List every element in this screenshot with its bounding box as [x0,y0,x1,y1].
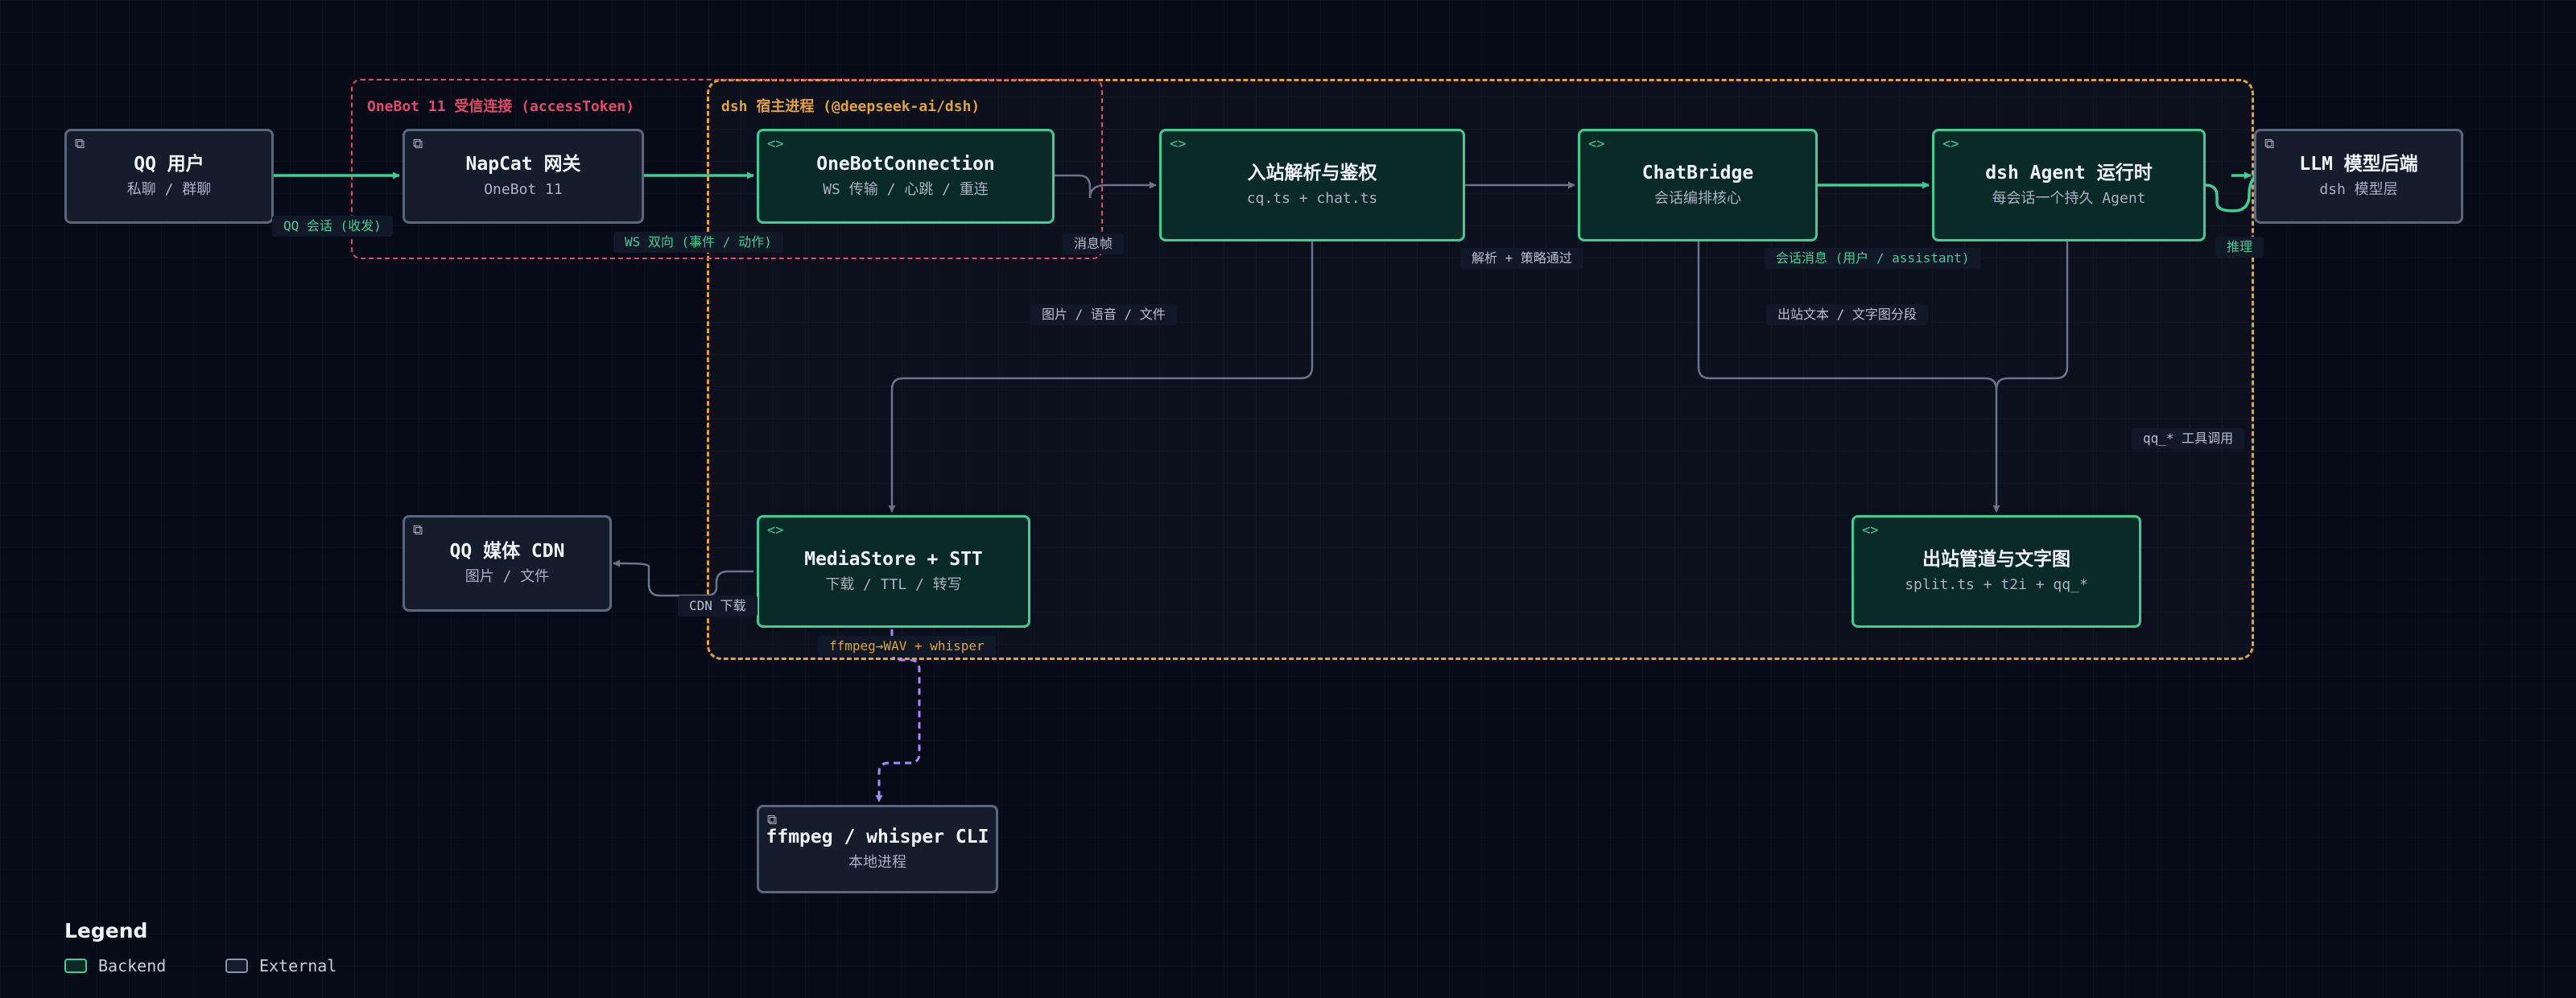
node-ffmpeg-whisper-cli[interactable]: ⧉ ffmpeg / whisper CLI 本地进程 [757,805,998,893]
edge-label-qq-session: QQ 会话 (收发) [272,216,393,237]
code-brackets-icon: <> [767,522,784,538]
edge-label-ffmpeg-wav: ffmpeg→WAV + whisper [818,636,996,657]
edge-label-session-messages: 会话消息 (用户 / assistant) [1765,248,1981,269]
dsh-group-label: dsh 宿主进程 (@deepseek-ai/dsh) [721,98,980,115]
edge-agent-to-outbound [1995,241,2069,390]
node-subtitle: 下载 / TTL / 转写 [825,576,962,593]
edge-label-media-types: 图片 / 语音 / 文件 [1030,304,1177,325]
external-link-icon: ⧉ [413,136,423,152]
node-subtitle: 会话编排核心 [1654,190,1741,207]
edge-inbound-to-media [888,241,1314,513]
node-title: dsh Agent 运行时 [1985,163,2153,184]
node-title: 入站解析与鉴权 [1247,163,1377,184]
legend-item-backend: Backend [64,956,166,975]
node-title: ChatBridge [1641,163,1754,184]
edge-agent-to-llm [2205,174,2263,212]
node-subtitle: 私聊 / 群聊 [126,181,212,198]
external-link-icon: ⧉ [2264,136,2275,152]
legend-swatch-external [225,959,248,973]
edge-chatbridge-to-outbound [1697,241,2000,513]
node-dsh-agent-runtime[interactable]: <> dsh Agent 运行时 每会话一个持久 Agent [1932,129,2206,241]
edge-label-inference: 推理 [2215,237,2264,258]
node-napcat-gateway[interactable]: ⧉ NapCat 网关 OneBot 11 [402,129,644,224]
node-title: NapCat 网关 [465,154,581,175]
node-subtitle: 本地进程 [848,854,906,871]
edge-label-tool-calls: qq_* 工具调用 [2132,428,2245,449]
node-subtitle: split.ts + t2i + qq_* [1905,576,2088,593]
node-title: 出站管道与文字图 [1922,549,2070,570]
code-brackets-icon: <> [1942,136,1959,152]
node-subtitle: 图片 / 文件 [464,568,550,585]
edge-label-message-frame: 消息帧 [1063,233,1125,254]
node-title: QQ 用户 [134,154,204,175]
legend-item-external: External [225,956,336,975]
code-brackets-icon: <> [1170,136,1187,152]
legend-label: External [259,956,337,975]
node-chatbridge[interactable]: <> ChatBridge 会话编排核心 [1578,129,1818,241]
node-onebot-connection[interactable]: <> OneBotConnection WS 传输 / 心跳 / 重连 [757,129,1055,224]
edge-label-cdn-download: CDN 下载 [678,596,758,617]
code-brackets-icon: <> [1862,522,1879,538]
onebot-group-label: OneBot 11 受信连接 (accessToken) [367,98,635,115]
node-llm-backend[interactable]: ⧉ LLM 模型后端 dsh 模型层 [2254,129,2463,224]
node-subtitle: WS 传输 / 心跳 / 重连 [823,181,989,198]
external-link-icon: ⧉ [75,136,85,152]
node-qq-user[interactable]: ⧉ QQ 用户 私聊 / 群聊 [64,129,274,224]
node-title: QQ 媒体 CDN [449,541,565,562]
edge-label-outbound-text: 出站文本 / 文字图分段 [1766,304,1928,325]
node-title: OneBotConnection [816,154,995,175]
dsh-host-process-group [707,79,2254,660]
node-title: LLM 模型后端 [2299,154,2418,175]
node-inbound-parse-auth[interactable]: <> 入站解析与鉴权 cq.ts + chat.ts [1159,129,1465,241]
edge-label-ws-duplex: WS 双向 (事件 / 动作) [613,232,783,253]
legend-title: Legend [64,919,148,942]
node-subtitle: 每会话一个持久 Agent [1992,190,2146,207]
edge-media-to-cdn [613,559,753,597]
onebot-connection-group [351,79,1103,259]
legend-swatch-backend [64,959,87,973]
node-qq-media-cdn[interactable]: ⧉ QQ 媒体 CDN 图片 / 文件 [402,515,612,612]
node-title: ffmpeg / whisper CLI [766,827,989,847]
node-outbound-pipeline[interactable]: <> 出站管道与文字图 split.ts + t2i + qq_* [1852,515,2141,628]
node-subtitle: cq.ts + chat.ts [1246,190,1378,207]
node-subtitle: dsh 模型层 [2319,181,2398,198]
node-subtitle: OneBot 11 [484,181,563,198]
edge-onebot-connection-to-inbound [1055,174,1157,199]
external-link-icon: ⧉ [767,812,778,828]
edge-label-parse-policy: 解析 + 策略通过 [1460,248,1583,269]
node-mediastore-stt[interactable]: <> MediaStore + STT 下载 / TTL / 转写 [757,515,1030,628]
code-brackets-icon: <> [1588,136,1605,152]
external-link-icon: ⧉ [413,522,423,538]
node-title: MediaStore + STT [804,549,983,570]
legend-label: Backend [98,956,167,975]
code-brackets-icon: <> [767,136,784,152]
edge-media-to-ffmpeg [875,629,921,802]
